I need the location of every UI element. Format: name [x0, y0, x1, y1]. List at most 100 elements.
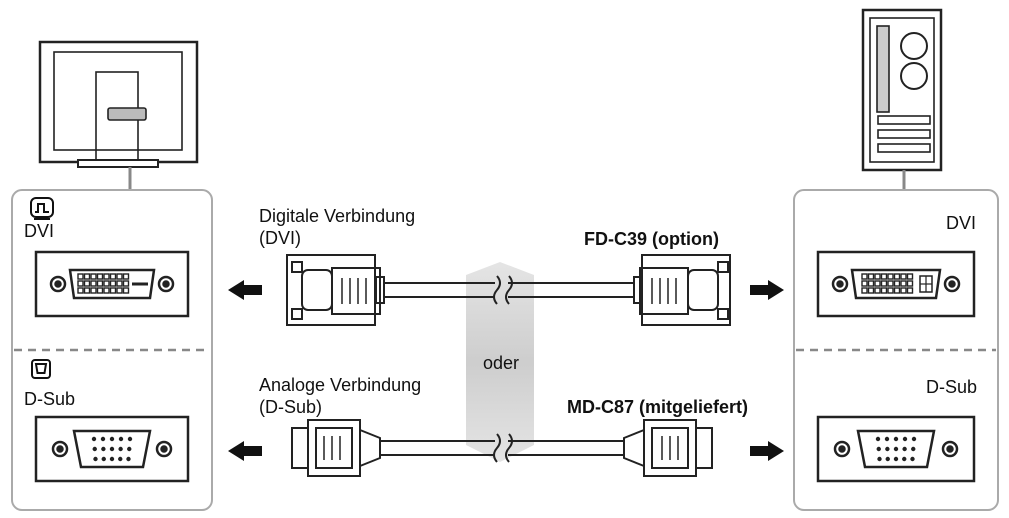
connector-pin: [900, 273, 907, 280]
connector-pin: [77, 287, 84, 294]
connector-pin: [118, 456, 123, 462]
connector-pin: [118, 436, 124, 442]
connector-pin: [127, 446, 132, 452]
connector-pin: [126, 456, 131, 462]
connector-pin: [906, 287, 914, 294]
connector-pin: [93, 456, 98, 462]
connector-pin: [887, 287, 894, 294]
connector-pin: [893, 456, 899, 462]
connector-pin: [122, 280, 130, 287]
connector-pin: [127, 436, 133, 442]
cable-break-icon: [493, 433, 513, 463]
connector-pin: [77, 280, 84, 287]
connector-pin: [902, 456, 907, 462]
connector-pin: [118, 446, 123, 452]
connector-pin: [101, 456, 106, 462]
arrow-left-icon: [228, 280, 262, 300]
connector-pin: [109, 456, 115, 462]
connector-pin: [109, 446, 115, 452]
connector-pin: [880, 287, 888, 294]
dvi-cable: [286, 254, 731, 326]
dvi-cable-name: FD-C39 (option): [584, 229, 719, 249]
connector-pin: [867, 287, 875, 294]
connector-pin: [116, 273, 123, 280]
connector-pin: [100, 436, 106, 442]
digital-connection-subtitle: (DVI): [259, 228, 301, 248]
dsub-input-icon: [31, 359, 51, 379]
dsub-cable-name: MD-C87 (mitgeliefert): [567, 397, 749, 417]
connector-pin: [900, 287, 907, 294]
connector-pin: [109, 273, 117, 280]
connector-pin: [893, 446, 899, 452]
connector-pin: [116, 280, 123, 287]
connector-pin: [911, 446, 916, 452]
connector-pin: [103, 287, 110, 294]
connector-pin: [83, 287, 91, 294]
connector-pin: [893, 273, 901, 280]
connector-pin: [122, 273, 130, 280]
connector-pin: [109, 287, 117, 294]
connector-pin: [109, 280, 117, 287]
connector-pin: [874, 280, 881, 287]
connector-pin: [911, 436, 917, 442]
connector-pin: [96, 280, 104, 287]
connector-pin: [876, 446, 881, 452]
left-dvi-label: DVI: [24, 221, 55, 241]
connector-pin: [887, 280, 894, 287]
connector-pin: [902, 436, 908, 442]
connector-pin: [875, 436, 881, 442]
connector-pin: [902, 446, 907, 452]
connector-pin: [874, 287, 881, 294]
right-dsub-port: [816, 415, 976, 483]
connector-pin: [877, 456, 882, 462]
right-dsub-label: D-Sub: [926, 377, 978, 397]
left-dvi-port: [34, 250, 190, 318]
alternative-shade: [466, 262, 534, 462]
separator-label: oder: [483, 353, 520, 373]
connector-pin: [90, 280, 97, 287]
connector-pin: [893, 436, 899, 442]
right-dvi-label: DVI: [946, 213, 977, 233]
connector-pin: [874, 273, 881, 280]
digital-connection-title: Digitale Verbindung: [259, 206, 416, 226]
analog-connection-subtitle: (D-Sub): [259, 397, 323, 417]
pc-tower-icon: [861, 8, 943, 190]
connector-pin: [101, 446, 106, 452]
connector-pin: [906, 280, 914, 287]
connector-pin: [91, 436, 97, 442]
connector-pin: [83, 280, 91, 287]
left-dsub-label: D-Sub: [24, 389, 76, 409]
connector-pin: [880, 273, 888, 280]
connector-pin: [96, 273, 104, 280]
analog-connection-title: Analoge Verbindung: [259, 375, 422, 395]
connector-pin: [103, 273, 110, 280]
arrow-left-icon: [228, 441, 262, 461]
connector-pin: [92, 446, 97, 452]
connector-pin: [90, 273, 97, 280]
connector-pin: [887, 273, 894, 280]
connector-pin: [893, 280, 901, 287]
cable-break-icon: [493, 275, 513, 305]
connector-pin: [96, 287, 104, 294]
connector-pin: [884, 436, 890, 442]
connector-pin: [103, 280, 110, 287]
connector-pin: [910, 456, 915, 462]
monitor-icon: [38, 40, 199, 190]
connector-pin: [861, 273, 868, 280]
right-dvi-port: [816, 250, 976, 318]
left-dsub-port: [34, 415, 190, 483]
connector-pin: [861, 287, 868, 294]
connector-pin: [90, 287, 97, 294]
connector-pin: [885, 446, 890, 452]
connector-pin: [77, 273, 84, 280]
dvi-input-icon: [30, 197, 54, 220]
arrow-right-icon: [750, 280, 784, 300]
connector-pin: [116, 287, 123, 294]
connector-pin: [867, 280, 875, 287]
connector-pin: [885, 456, 890, 462]
connector-pin: [867, 273, 875, 280]
connector-pin: [109, 436, 115, 442]
connector-pin: [906, 273, 914, 280]
connector-pin: [122, 287, 130, 294]
